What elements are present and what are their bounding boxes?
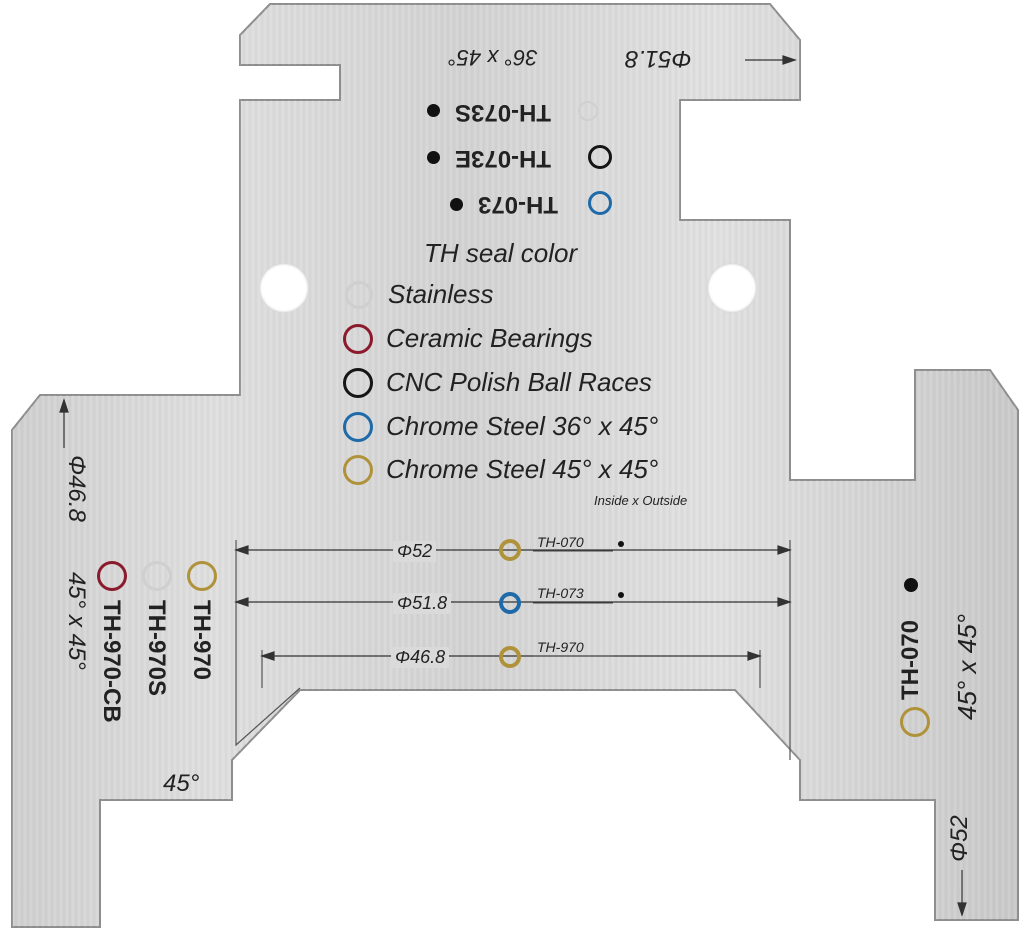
top-model-dot (427, 104, 440, 117)
corner-angle-label: 45° (163, 770, 200, 797)
top-dim-label: Φ51.8 (625, 45, 692, 72)
gauge-dim-label: Φ51.8 (393, 593, 452, 614)
top-model-label: TH-073S (455, 99, 552, 126)
mounting-hole-right (707, 263, 757, 313)
gauge-model-dot (618, 592, 624, 598)
left-ring-th-970-cb (97, 561, 127, 591)
top-dim-arrow (745, 55, 797, 65)
top-model-ring-cnc (588, 145, 612, 169)
top-model-ring-stainless (578, 101, 598, 121)
top-model-label: TH-073 (478, 191, 559, 218)
top-angle-label: 36° x 45° (448, 45, 538, 70)
legend-item-stainless: Stainless (388, 279, 494, 309)
right-dim-label: Φ52 (946, 815, 973, 862)
legend-ring-cnc (343, 368, 373, 398)
right-dim-arrow (957, 870, 967, 917)
mounting-hole-left (259, 263, 309, 313)
legend-item-cnc: CNC Polish Ball Races (386, 367, 652, 397)
legend-ring-chrome-36 (343, 412, 373, 442)
gauge-model-label: TH-070 (537, 534, 584, 550)
left-model-label: TH-970S (143, 600, 170, 697)
left-ring-th-970 (187, 561, 217, 591)
legend-ring-stainless (345, 281, 373, 309)
top-model-dot (450, 198, 463, 211)
left-model-label: TH-970 (188, 600, 215, 681)
gauge-dim-label: Φ46.8 (391, 647, 450, 668)
gauge-model-dot (618, 541, 624, 547)
gauge-model-label: TH-073 (537, 585, 584, 601)
legend-note: Inside x Outside (594, 493, 688, 508)
top-model-ring-chrome-36 (588, 191, 612, 215)
right-angle-label: 45° x 45° (952, 613, 982, 720)
left-ring-th-970s (142, 561, 172, 591)
gauge-dim-label: Φ52 (393, 541, 437, 562)
gauge-ring-th-073 (499, 592, 521, 614)
legend-title: TH seal color (424, 238, 578, 268)
left-dim-arrow (59, 398, 69, 448)
top-model-dot (427, 151, 440, 164)
left-dim-label: Φ46.8 (63, 455, 90, 522)
legend-ring-chrome-45 (343, 455, 373, 485)
legend-item-ceramic: Ceramic Bearings (386, 323, 593, 353)
legend-item-chrome-45: Chrome Steel 45° x 45° (386, 454, 659, 484)
right-ring-th-070 (900, 707, 930, 737)
gauge-ring-th-070 (499, 539, 521, 561)
right-model-label: TH-070 (897, 619, 924, 700)
left-model-label: TH-970-CB (98, 600, 125, 723)
gauge-model-label: TH-970 (537, 639, 584, 655)
left-angle-label: 45° x 45° (63, 572, 90, 670)
top-model-label: TH-073E (455, 145, 552, 172)
gauge-bore-outline (235, 540, 301, 747)
gauge-ring-th-970 (499, 646, 521, 668)
right-model-dot (904, 578, 918, 592)
legend-item-chrome-36: Chrome Steel 36° x 45° (386, 411, 659, 441)
legend-ring-ceramic (343, 324, 373, 354)
